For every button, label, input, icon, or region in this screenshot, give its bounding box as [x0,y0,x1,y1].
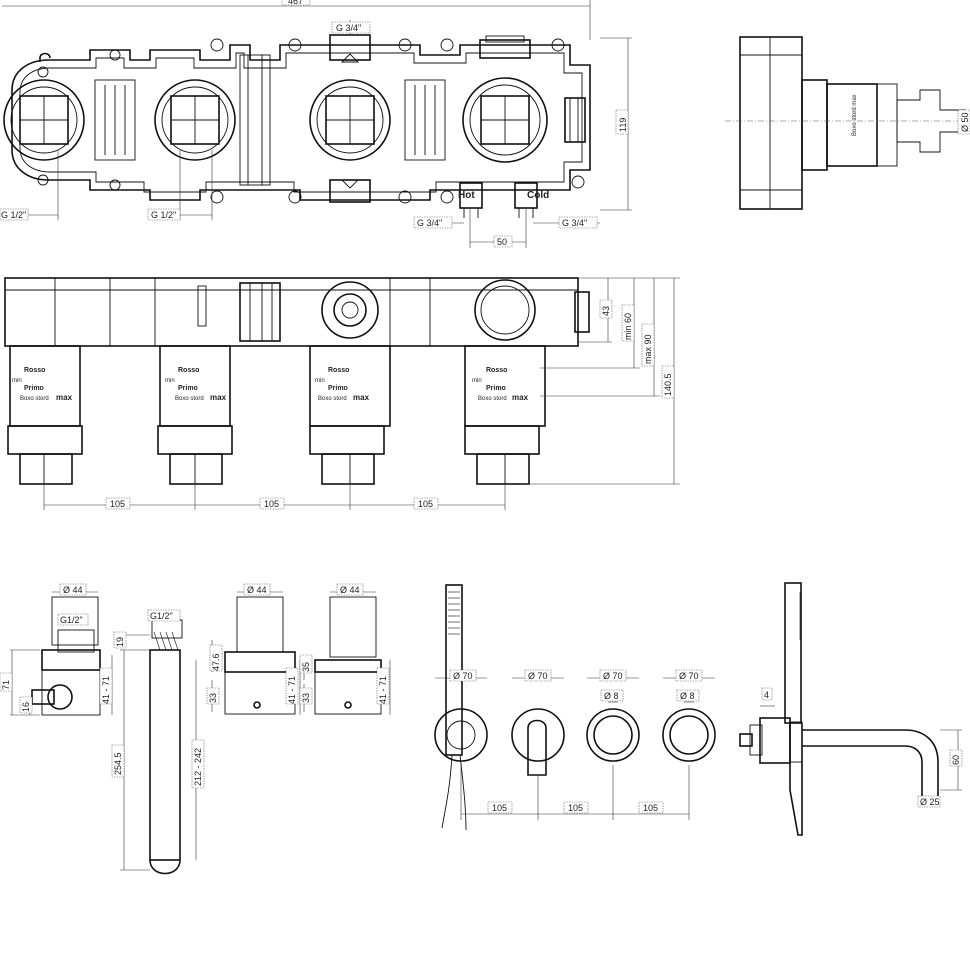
dim-thread-cold: G 3/4" [562,218,587,228]
label-cold: Cold [527,190,549,201]
plate-d70-3: Ø 70 [603,671,623,681]
dim-overall-width: 467 [288,0,303,6]
front-spacing-1: 105 [110,499,125,509]
housing-text-2d: min [472,378,482,384]
dim-inlet-spacing: 50 [497,237,507,247]
housing-text-5c: max [353,393,370,402]
dim-thread-left: G 1/2" [1,210,26,220]
housing-text-5: max [56,393,73,402]
housing-text-3c: Primo [328,385,348,392]
plate-d70-1: Ø 70 [453,671,473,681]
dim-thread-mid: G 1/2" [151,210,176,220]
plate-d70-2: Ø 70 [528,671,548,681]
dim-height-119: 119 [618,118,628,132]
fd-h35: 35 [301,662,311,672]
fa-range: 41 - 71 [101,676,111,704]
fd-range: 41 - 71 [378,676,388,704]
housing-text-2: min [12,378,22,384]
housing-text-4c: Boxo stord [318,396,347,402]
fa-thread: G1/2" [60,615,83,625]
front-spacing-3: 105 [418,499,433,509]
plate-spacing-1: 105 [492,803,507,813]
mounting-lugs [37,38,585,204]
housing-text-5b: max [210,393,227,402]
housing-text-4b: Boxo stord [175,396,204,402]
fd-h33: 33 [301,693,311,703]
dim-max-90: max 90 [643,334,653,364]
fc-range: 41 - 71 [287,676,297,704]
fc-h33: 33 [208,693,218,703]
fitting-c: Ø 44 47.6 33 41 - 71 [206,583,301,715]
fc-h47: 47.6 [211,653,221,671]
front-spacing-2: 105 [264,499,279,509]
side-view-small: Boxo stord max Ø 50 [725,36,970,210]
spout-d25: Ø 25 [920,797,940,807]
label-hot: Hot [458,190,475,201]
spout-h60: 60 [951,755,961,765]
housing-text-2b: min [165,378,175,384]
housing-text-2c: min [315,378,325,384]
fa-d44: Ø 44 [63,585,83,595]
plate-spacing-3: 105 [643,803,658,813]
plate-d70-4: Ø 70 [679,671,699,681]
fb-length: 254.5 [113,752,123,775]
side-label-text: Boxo stord max [852,94,858,136]
housing-text-1: Rosso [24,367,45,374]
trim-plates-view: Ø 70 Ø 70 Ø 70 Ø 70 Ø 8 Ø 8 105 105 105 [434,584,716,831]
fc-d44: Ø 44 [247,585,267,595]
housing-text-4d: Boxo stord [478,396,507,402]
housing-text-5d: max [512,393,529,402]
top-plan-view: 467 119 [0,0,632,248]
housing-text-3: Primo [24,385,44,392]
cartridge-seats [3,77,548,163]
housing-text-1d: Rosso [486,367,507,374]
dim-140: 140.5 [663,373,673,396]
dim-43: 43 [601,306,611,316]
dim-thread-hot: G 3/4" [417,218,442,228]
housing-text-1c: Rosso [328,367,349,374]
housing-text-1b: Rosso [178,367,199,374]
hand-shower [441,584,467,831]
fb-range: 212 - 242 [193,748,203,786]
fd-d44: Ø 44 [340,585,360,595]
plate-d8-2: Ø 8 [680,691,695,701]
fa-h16: 16 [21,702,31,712]
fitting-d: Ø 44 35 33 41 - 71 [299,583,391,715]
fa-h71: 71 [1,680,11,690]
housing-text-4: Boxo stord [20,396,49,402]
fitting-b: G1/2" 19 254.5 212 - 242 [111,609,205,875]
spout-side-view: 4 60 Ø 25 [739,582,963,836]
dim-min-60: min 60 [623,313,633,340]
valve-inserts [94,34,586,218]
housing-text-3b: Primo [178,385,198,392]
cartridge-towers [7,345,546,485]
housing-labels: Rosso min Primo Boxo stord max Rosso min… [12,367,529,402]
fb-h19: 19 [115,637,125,647]
plate-d8-1: Ø 8 [604,691,619,701]
dim-side-diameter: Ø 50 [960,112,970,132]
fitting-a: Ø 44 G1/2" 71 16 41 - 71 [0,583,113,716]
fb-thread: G1/2" [150,611,173,621]
front-elevation-view: Rosso min Primo Boxo stord max Rosso min… [4,277,680,510]
dim-thread-top: G 3/4" [336,23,361,33]
fittings-views: Ø 44 G1/2" 71 16 41 - 71 [0,583,391,875]
spout-d4: 4 [764,690,769,700]
plate-spacing-2: 105 [568,803,583,813]
housing-text-3d: Primo [486,385,506,392]
